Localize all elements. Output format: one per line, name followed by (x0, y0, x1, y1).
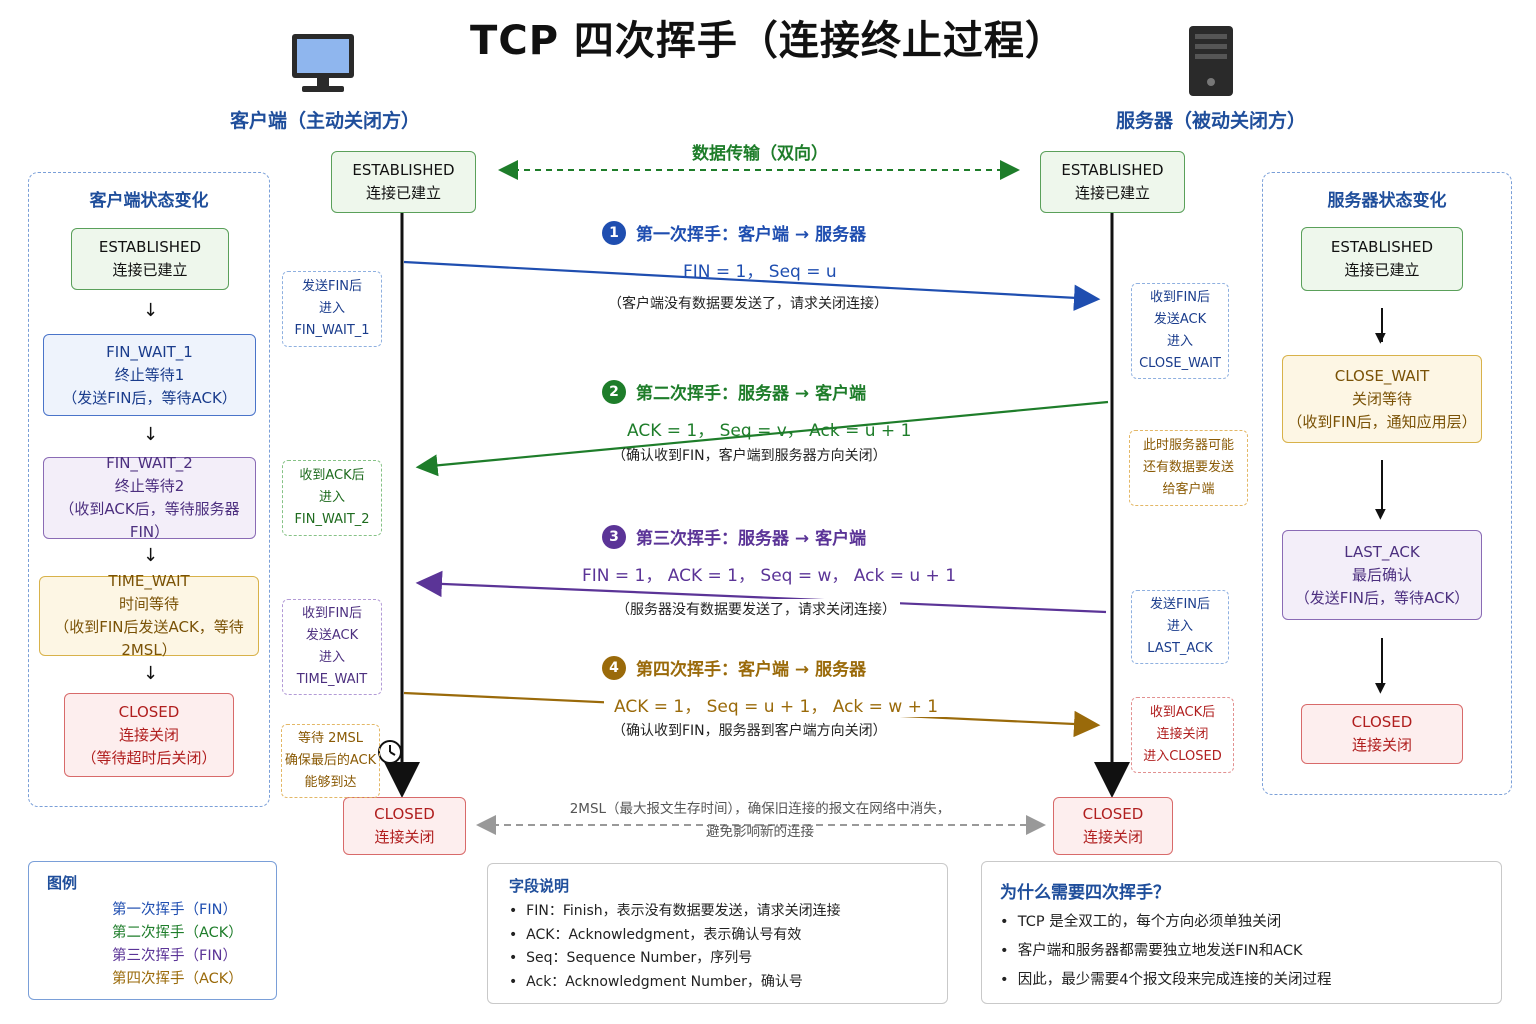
step2-desc: （确认收到FIN，客户端到服务器方向关闭） (612, 448, 887, 464)
legend-item-1: 第一次挥手（FIN） (112, 902, 237, 918)
legend-item-4: 第四次挥手（ACK） (112, 971, 243, 987)
right-note-2: 此时服务器可能还有数据要发送给客户端 (1129, 430, 1248, 506)
why-list: • TCP 是全双工的，每个方向必须单独关闭 • 客户端和服务器都需要独立地发送… (1000, 914, 1332, 988)
step4-desc: （确认收到FIN，服务器到客户端方向关闭） (612, 723, 887, 739)
client-flow-arrow: ↓ (143, 545, 159, 566)
server-flow-arrow: ▼ (1375, 330, 1386, 346)
client-panel-title: 客户端状态变化 (89, 191, 209, 211)
client-label: 客户端（主动关闭方） (229, 110, 420, 132)
server-flow-line (1381, 638, 1383, 684)
client-flow-arrow: ↓ (143, 300, 159, 321)
step1-fields: FIN = 1， Seq = u (683, 262, 837, 282)
legend-item-2: 第二次挥手（ACK） (112, 925, 243, 941)
clock-icon (378, 740, 402, 764)
client-state-panel (28, 172, 270, 807)
step1-arrow (403, 260, 1101, 312)
step1-desc: （客户端没有数据要发送了，请求关闭连接） (608, 296, 888, 312)
server-icon (1189, 26, 1233, 96)
why-title: 为什么需要四次挥手？ (1000, 883, 1170, 903)
msl-note: 2MSL（最大报文生存时间），确保旧连接的报文在网络中消失，避免影响新的连接 (569, 801, 951, 840)
fields-box: 字段说明 • FIN：Finish，表示没有数据要发送，请求关闭连接 • ACK… (487, 863, 948, 1004)
data-transfer-label: 数据传输（双向） (692, 144, 828, 164)
server-panel-title: 服务器状态变化 (1327, 191, 1447, 211)
fields-list: • FIN：Finish，表示没有数据要发送，请求关闭连接 • ACK：Ackn… (509, 903, 841, 990)
step4-fields: ACK = 1， Seq = u + 1， Ack = w + 1 (604, 692, 949, 717)
step2-fields: ACK = 1， Seq = v， Ack = u + 1 (627, 421, 912, 441)
right-note-4: 收到ACK后连接关闭进入CLOSED (1131, 697, 1234, 773)
why-box: 为什么需要四次挥手？ • TCP 是全双工的，每个方向必须单独关闭 • 客户端和… (981, 861, 1502, 1004)
step2-arrow (415, 400, 1109, 477)
server-flow-line (1381, 308, 1383, 342)
step3-arrow (415, 570, 1107, 614)
server-flow-arrow: ▼ (1375, 680, 1386, 696)
client-flow-arrow: ↓ (143, 424, 159, 445)
legend-title: 图例 (47, 874, 78, 892)
server-flow-arrow: ▼ (1375, 506, 1386, 522)
fields-title: 字段说明 (509, 877, 570, 895)
client-flow-arrow: ↓ (143, 663, 159, 684)
step3-fields: FIN = 1， ACK = 1， Seq = w， Ack = u + 1 (582, 566, 957, 586)
server-flow-line (1381, 460, 1383, 510)
legend-item-3: 第三次挥手（FIN） (112, 948, 237, 964)
computer-icon (292, 34, 354, 92)
step3-desc: （服务器没有数据要发送了，请求关闭连接） (612, 599, 900, 619)
server-label: 服务器（被动关闭方） (1115, 110, 1306, 132)
legend-box: 图例 第一次挥手（FIN） 第二次挥手（ACK） 第三次挥手（FIN） 第四次挥… (28, 861, 277, 1000)
page-title: TCP 四次挥手（连接终止过程） (470, 18, 1066, 64)
server-state-panel (1262, 172, 1512, 795)
